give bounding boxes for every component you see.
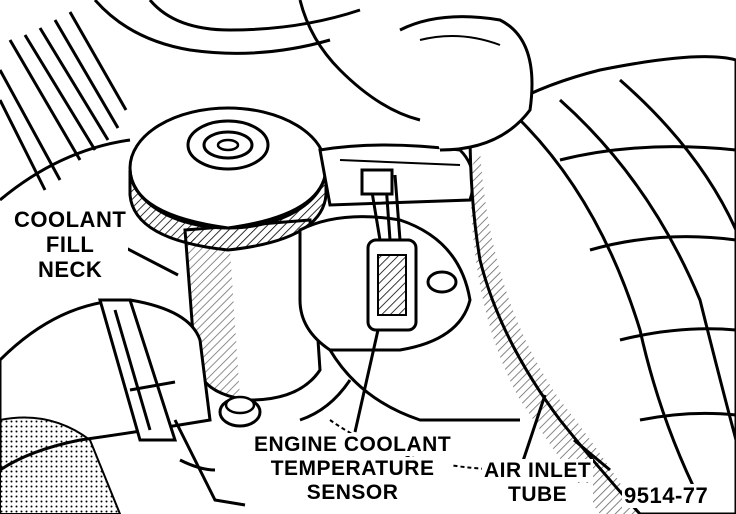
label-line: TEMPERATURE: [252, 457, 454, 480]
engine-coolant-temperature-sensor-part: [360, 168, 418, 332]
air-inlet-tube-part: [399, 15, 736, 514]
label-line: FILL: [12, 233, 129, 257]
label-air-inlet-tube: AIR INLET TUBE: [480, 458, 595, 507]
label-line: ENGINE COOLANT: [252, 433, 454, 456]
label-coolant-fill-neck: COOLANT FILL NECK: [10, 207, 130, 283]
figure-code: 9514-77: [622, 483, 711, 508]
leader-lines: [119, 243, 611, 472]
label-line: NECK: [12, 258, 129, 282]
label-line: SENSOR: [252, 481, 454, 504]
label-line: TUBE: [482, 483, 594, 506]
lower-hose: [0, 298, 246, 514]
coolant-fill-neck-part: [128, 106, 328, 402]
mounting-bolt: [218, 395, 262, 428]
label-engine-coolant-temperature-sensor: ENGINE COOLANT TEMPERATURE SENSOR: [250, 432, 455, 505]
label-line: AIR INLET: [482, 459, 594, 482]
label-line: COOLANT: [12, 207, 129, 232]
grille: [0, 11, 128, 191]
